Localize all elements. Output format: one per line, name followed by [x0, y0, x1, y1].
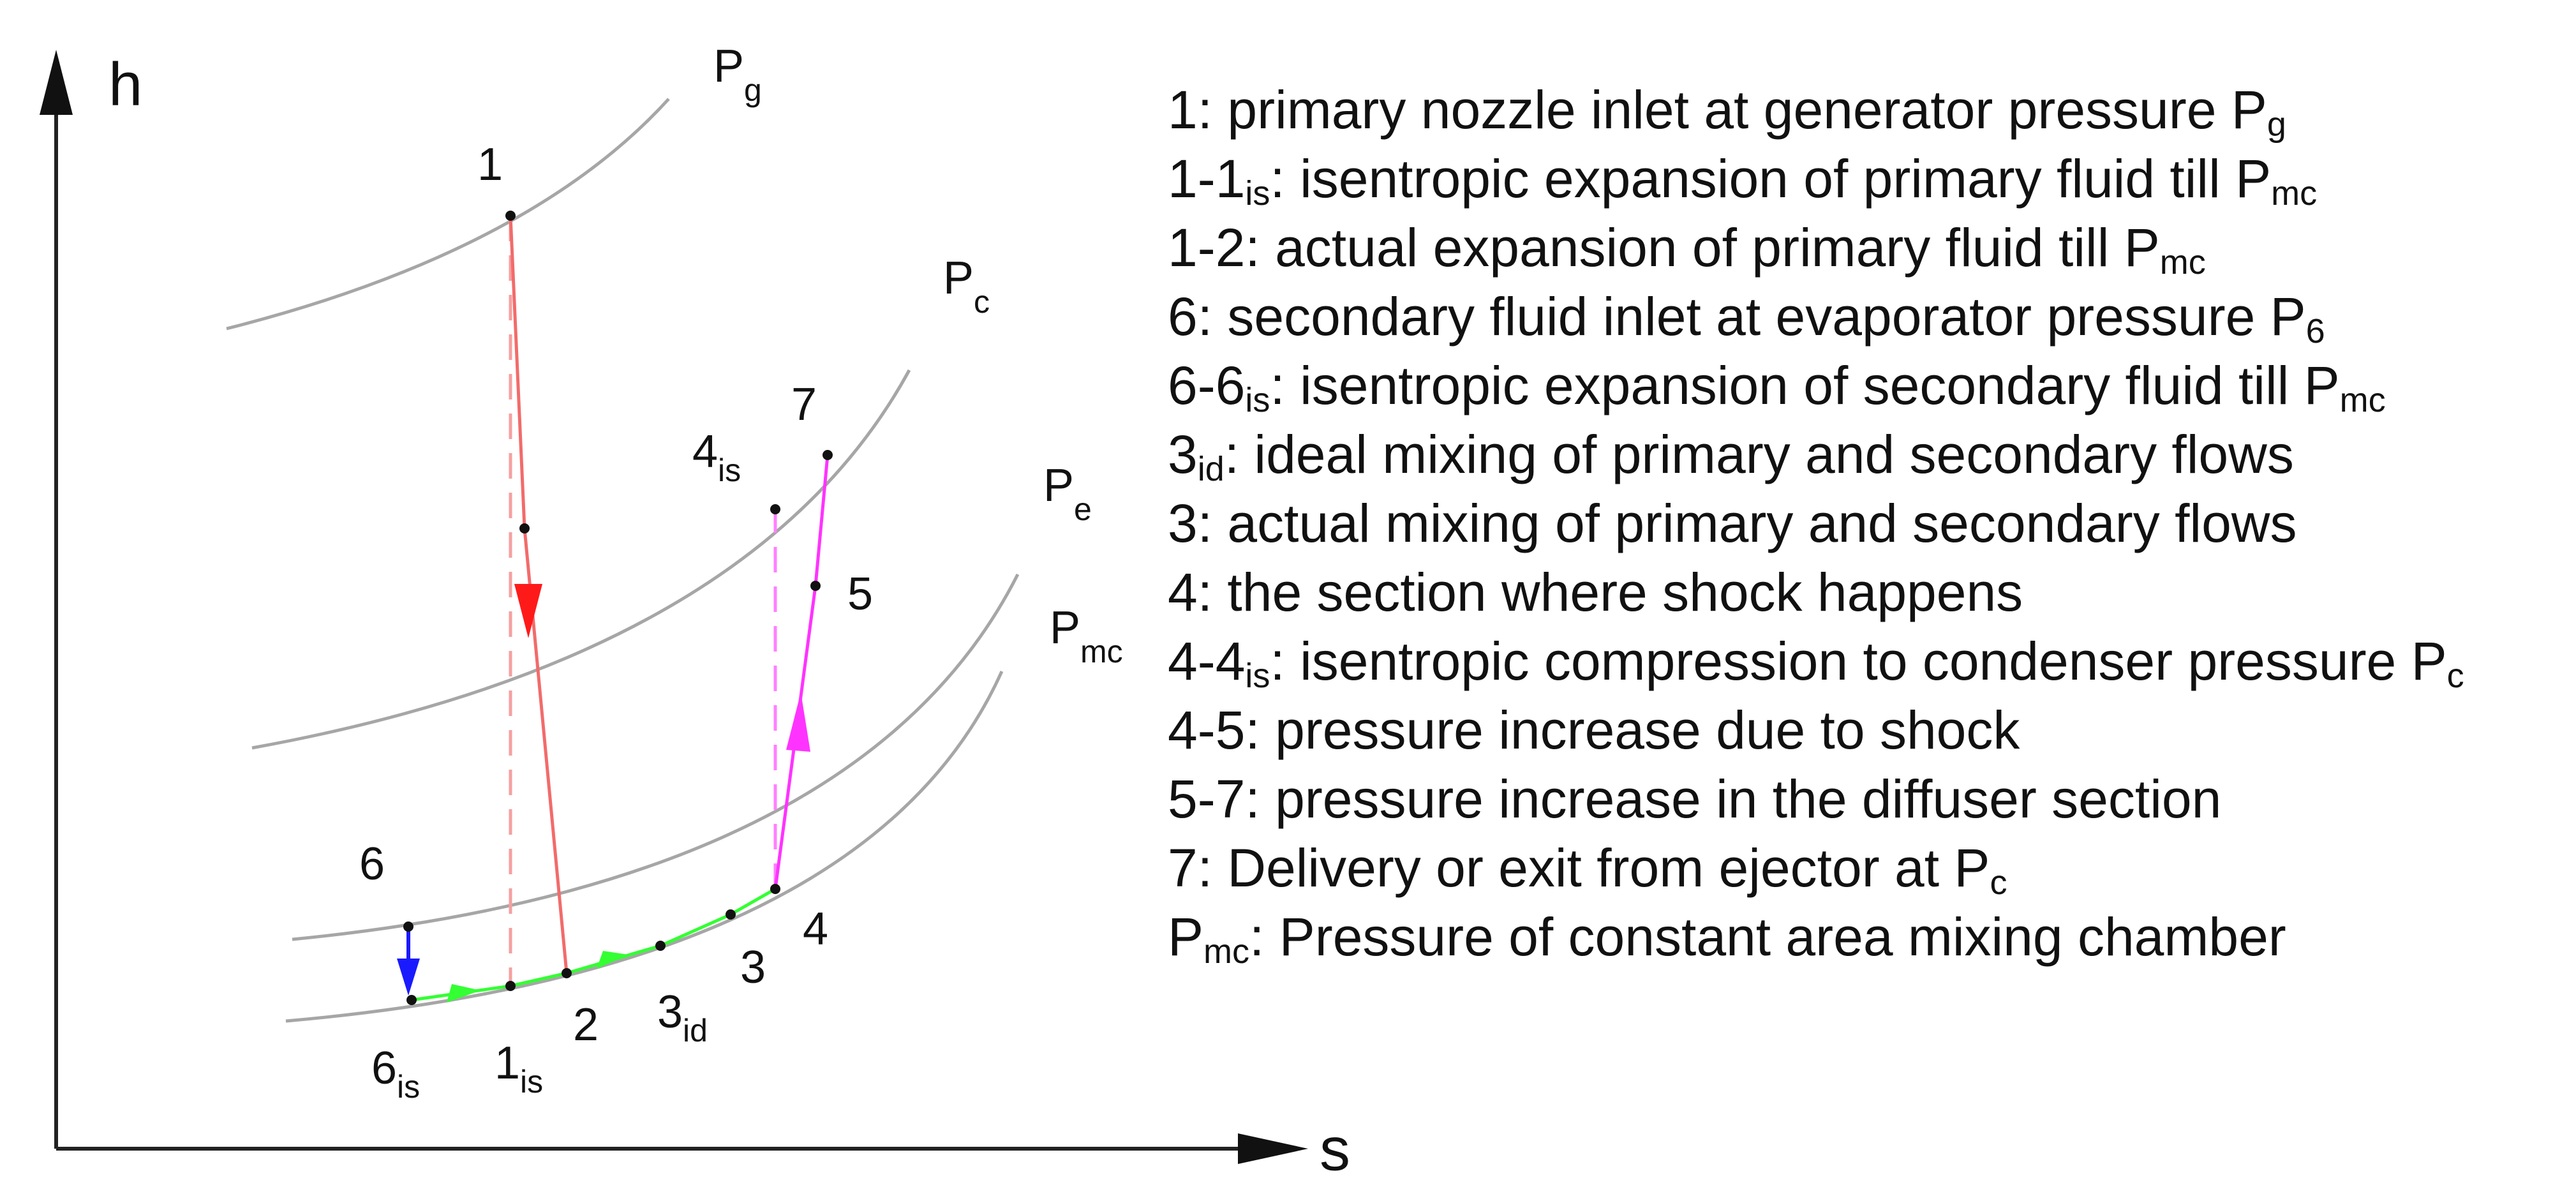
legend: 1: primary nozzle inlet at generator pre… [1168, 75, 2464, 971]
y-axis-arrow [40, 50, 73, 115]
legend-text: 7: Delivery or exit from ejector at P [1168, 838, 1990, 898]
isobar-pg [226, 98, 670, 331]
legend-subscript: g [2267, 105, 2286, 144]
legend-text: 6: secondary fluid inlet at evaporator p… [1168, 287, 2306, 347]
legend-text: 5-7: pressure increase in the diffuser s… [1168, 769, 2222, 829]
point-label-3id: 3id [657, 987, 708, 1048]
legend-text: 6-6 [1168, 355, 1246, 415]
legend-item: Pmc: Pressure of constant area mixing ch… [1168, 902, 2464, 971]
legend-text: 1: primary nozzle inlet at generator pre… [1168, 80, 2267, 140]
legend-subscript: is [1245, 381, 1270, 419]
x-axis-arrow [1238, 1133, 1308, 1164]
state-point-4is [770, 504, 780, 514]
point-label-4: 4 [803, 904, 828, 955]
legend-subscript: id [1197, 450, 1225, 488]
isobar-label-pc: Pc [943, 253, 990, 320]
state-point-5 [810, 581, 821, 591]
legend-text: 4: the section where shock happens [1168, 562, 2023, 622]
legend-subscript: is [1245, 657, 1270, 695]
legend-text: : isentropic expansion of primary fluid … [1270, 149, 2272, 209]
isobar-pc [251, 369, 911, 750]
legend-text: 3: actual mixing of primary and secondar… [1168, 493, 2297, 553]
point-label-7: 7 [791, 379, 817, 430]
y-axis-label: h [108, 50, 142, 119]
isobar-pmc [285, 670, 1004, 1023]
legend-subscript: mc [1203, 932, 1250, 971]
mixing-arrow-2 [597, 951, 629, 969]
legend-item: 1-1is: isentropic expansion of primary f… [1168, 144, 2464, 213]
point-label-6: 6 [359, 839, 385, 890]
state-point-6is [406, 995, 417, 1005]
isobar-label-pmc: Pmc [1050, 602, 1123, 669]
legend-text: : Pressure of constant area mixing chamb… [1249, 907, 2286, 967]
legend-subscript: mc [2271, 174, 2318, 213]
x-axis-label: s [1320, 1115, 1350, 1183]
state-point-4 [770, 884, 780, 894]
point-label-6is: 6is [371, 1043, 420, 1105]
state-point-7 [823, 450, 833, 460]
mixing-path-6is-4 [411, 887, 777, 1002]
legend-text: 4-5: pressure increase due to shock [1168, 700, 2020, 760]
state-point-1is [505, 981, 516, 991]
legend-item: 6: secondary fluid inlet at evaporator p… [1168, 282, 2464, 351]
legend-item: 3: actual mixing of primary and secondar… [1168, 489, 2464, 558]
legend-item: 3id: ideal mixing of primary and seconda… [1168, 420, 2464, 489]
legend-item: 4-4is: isentropic compression to condens… [1168, 627, 2464, 696]
legend-text: 1-2: actual expansion of primary fluid t… [1168, 218, 2160, 278]
mixing-arrow-1 [447, 984, 480, 1003]
state-point-3id [655, 941, 666, 951]
secondary-arrow-blue [397, 959, 420, 996]
legend-subscript: 6 [2305, 312, 2325, 350]
legend-item: 4: the section where shock happens [1168, 558, 2464, 627]
point-label-3: 3 [740, 942, 766, 993]
legend-subscript: c [1990, 863, 2007, 902]
legend-text: P [1168, 907, 1204, 967]
legend-item: 1-2: actual expansion of primary fluid t… [1168, 213, 2464, 282]
isobar-label-pe: Pe [1043, 460, 1092, 527]
legend-text: : ideal mixing of primary and secondary … [1224, 424, 2294, 484]
state-point-mid-1-2 [519, 523, 530, 534]
state-point-2 [562, 968, 572, 978]
legend-subscript: mc [2159, 243, 2206, 281]
point-label-1is: 1is [495, 1038, 543, 1100]
legend-text: 1-1 [1168, 149, 1246, 209]
compression-arrow-magenta [786, 692, 810, 752]
legend-text: 4-4 [1168, 631, 1246, 691]
legend-item: 4-5: pressure increase due to shock [1168, 696, 2464, 765]
expansion-arrow-red [514, 584, 542, 638]
legend-item: 5-7: pressure increase in the diffuser s… [1168, 765, 2464, 833]
legend-text: 3 [1168, 424, 1198, 484]
diffuser-compression-5-7 [814, 454, 830, 586]
legend-subscript: mc [2339, 381, 2386, 419]
legend-text: : isentropic expansion of secondary flui… [1270, 355, 2340, 415]
legend-item: 7: Delivery or exit from ejector at Pc [1168, 833, 2464, 902]
state-point-1 [505, 211, 516, 221]
legend-item: 1: primary nozzle inlet at generator pre… [1168, 75, 2464, 144]
state-point-6 [403, 922, 413, 932]
isobar-label-pg: Pg [713, 41, 762, 108]
state-point-3 [726, 909, 736, 920]
legend-text: : isentropic compression to condenser pr… [1270, 631, 2447, 691]
legend-item: 6-6is: isentropic expansion of secondary… [1168, 351, 2464, 420]
point-label-4is: 4is [692, 426, 741, 488]
legend-subscript: is [1245, 174, 1270, 213]
point-label-2: 2 [573, 999, 599, 1050]
isobar-pe [292, 573, 1020, 941]
point-label-1: 1 [477, 139, 503, 190]
point-label-5: 5 [847, 569, 873, 620]
legend-subscript: c [2446, 657, 2464, 695]
